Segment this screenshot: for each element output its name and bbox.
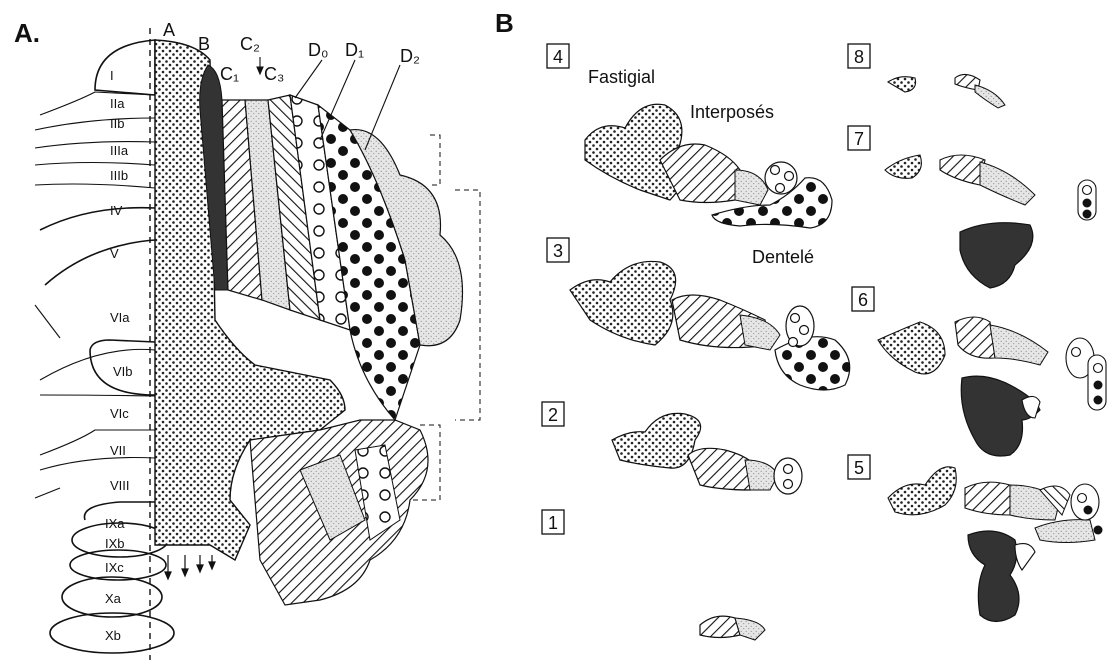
section-number-4: 4 [553, 47, 563, 67]
zone-label-d2: D₂ [400, 46, 420, 66]
interposed-nucleus-2 [688, 448, 755, 490]
lobule-label-iv: IV [110, 203, 123, 218]
section-number-7: 7 [854, 129, 864, 149]
lobule-label-i: I [110, 68, 114, 83]
section-box-4: 4 [547, 44, 569, 68]
interposed-stipple-1 [735, 618, 765, 640]
interposed-stipple-3 [740, 315, 780, 350]
lobule-label-vic: VIc [110, 406, 129, 421]
interposed-nucleus-1 [700, 616, 740, 637]
fastigial-nucleus-3 [570, 261, 676, 345]
section-number-2: 2 [548, 405, 558, 425]
panel-a: A. [14, 18, 480, 660]
section-box-6: 6 [852, 287, 874, 311]
lobule-label-iib: IIb [110, 116, 124, 131]
section-box-3: 3 [547, 238, 569, 262]
zone-label-a: A [163, 20, 175, 40]
label-interposes: Interposés [690, 102, 774, 122]
zone-label-d1: D₁ [345, 40, 364, 60]
panel-b: B 4 3 2 1 8 7 6 [495, 8, 1106, 640]
lobule-label-xb: Xb [105, 628, 121, 643]
lobule-label-via: VIa [110, 310, 130, 325]
lobule-label-ixa: IXa [105, 516, 125, 531]
ix-arrows [165, 555, 215, 579]
lobule-label-vib: VIb [113, 364, 133, 379]
dentate-nucleus-3 [775, 337, 850, 390]
zone-label-c2: C₂ [240, 34, 260, 54]
fastigial-nucleus-2 [612, 413, 701, 468]
section-number-3: 3 [553, 241, 563, 261]
lobule-label-iiia: IIIa [110, 143, 129, 158]
lobule-label-v: V [110, 246, 119, 261]
section-6-nuclei [878, 317, 1106, 456]
label-fastigial: Fastigial [588, 67, 655, 87]
lobule-label-iiib: IIIb [110, 168, 128, 183]
zone-label-c3: C₃ [264, 64, 284, 84]
section-number-6: 6 [858, 290, 868, 310]
lobule-label-iia: IIa [110, 96, 125, 111]
label-dentele: Dentelé [752, 247, 814, 267]
section-4-nuclei [585, 104, 832, 228]
section-1-nuclei [700, 616, 765, 640]
lobule-label-vii: VII [110, 443, 126, 458]
section-3-nuclei [570, 261, 850, 390]
interposed-stipple-2 [745, 460, 778, 490]
panel-a-letter: A. [14, 18, 40, 48]
section-box-5: 5 [848, 455, 870, 479]
zone-label-c1: C₁ [220, 64, 239, 84]
section-box-7: 7 [848, 126, 870, 150]
zone-label-b: B [198, 34, 210, 54]
lobule-label-ixc: IXc [105, 560, 124, 575]
section-number-5: 5 [854, 458, 864, 478]
section-5-nuclei [888, 467, 1103, 622]
section-2-nuclei [612, 413, 802, 494]
section-8-nuclei [888, 74, 1005, 108]
lobule-label-viii: VIII [110, 478, 130, 493]
zone-label-d0: D₀ [308, 40, 328, 60]
section-7-nuclei [885, 155, 1096, 288]
section-box-8: 8 [848, 44, 870, 68]
section-box-2: 2 [542, 402, 564, 426]
interposed-stipple-4 [735, 170, 768, 205]
lobule-label-xa: Xa [105, 591, 122, 606]
section-number-1: 1 [548, 513, 558, 533]
section-number-8: 8 [854, 47, 864, 67]
section-box-1: 1 [542, 510, 564, 534]
lobule-label-ixb: IXb [105, 536, 125, 551]
panel-b-letter: B [495, 8, 514, 38]
